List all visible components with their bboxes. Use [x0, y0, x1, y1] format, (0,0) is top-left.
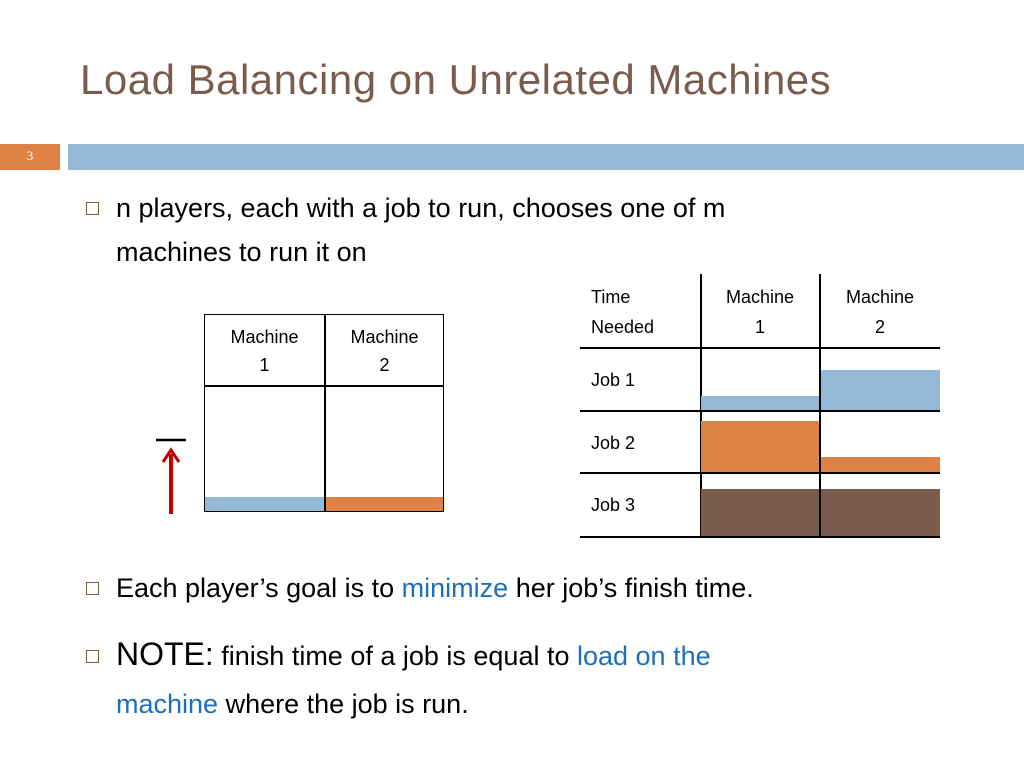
slide-number: 3	[0, 144, 60, 170]
left-table-header-rule	[205, 385, 443, 387]
slide-title: Load Balancing on Unrelated Machines	[80, 56, 832, 103]
rtab-row-label-job-1: Job 1	[591, 370, 636, 390]
job-2-machine-1-block	[701, 421, 819, 472]
square-bullet-icon	[86, 582, 99, 595]
left-table-divider	[324, 315, 326, 511]
rtab-header-time-needed: Time Needed	[591, 287, 655, 337]
bullet-1-line-1: n players, each with a job to run, choos…	[116, 193, 726, 223]
bullet-3-highlight-2: machine	[116, 689, 219, 719]
job-2-machine-2-block	[821, 457, 940, 472]
left-table-header-machine-2: Machine 2	[350, 327, 419, 375]
rtab-header-machine-1: Machine 1	[725, 287, 795, 337]
bullet-3-line-1: NOTE: finish time of a job is equal to l…	[116, 636, 711, 672]
bullet-3-line-2: machine where the job is run.	[116, 689, 469, 719]
rtab-hline-bottom	[580, 536, 940, 538]
bullet-1-line-2: machines to run it on	[116, 237, 367, 267]
bullet-2-text: Each player’s goal is to minimize her jo…	[116, 573, 754, 603]
header-band	[68, 144, 1024, 170]
bullet-3-highlight-1: load on the	[576, 641, 711, 671]
rtab-hline-header	[580, 347, 940, 349]
square-bullet-icon	[86, 650, 99, 663]
up-arrow-icon	[156, 438, 186, 514]
rtab-vline-2	[819, 274, 821, 538]
time-needed-table: Time Needed Machine 1 Machine 2 Job 1 Jo…	[580, 274, 940, 538]
left-assignment-table: Machine 1 Machine 2	[204, 314, 444, 512]
rtab-row-label-job-3: Job 3	[591, 495, 636, 515]
rtab-hline-row-2	[580, 472, 940, 474]
job-1-machine-2-block	[821, 370, 940, 410]
note-lead: NOTE:	[116, 636, 214, 672]
job-3-machine-2-block	[821, 489, 940, 536]
job-3-machine-1-block	[701, 489, 819, 536]
square-bullet-icon	[86, 202, 99, 215]
rtab-header-machine-2: Machine 2	[845, 287, 915, 337]
rtab-vline-1	[700, 274, 702, 538]
job-1-machine-1-block	[701, 396, 819, 410]
bullet-2-highlight: minimize	[401, 573, 509, 603]
left-table-header-machine-1: Machine 1	[230, 327, 299, 375]
machine-1-load-bar	[205, 497, 324, 511]
machine-2-load-bar	[326, 497, 443, 511]
rtab-hline-row-1	[580, 410, 940, 412]
rtab-row-label-job-2: Job 2	[591, 433, 636, 453]
